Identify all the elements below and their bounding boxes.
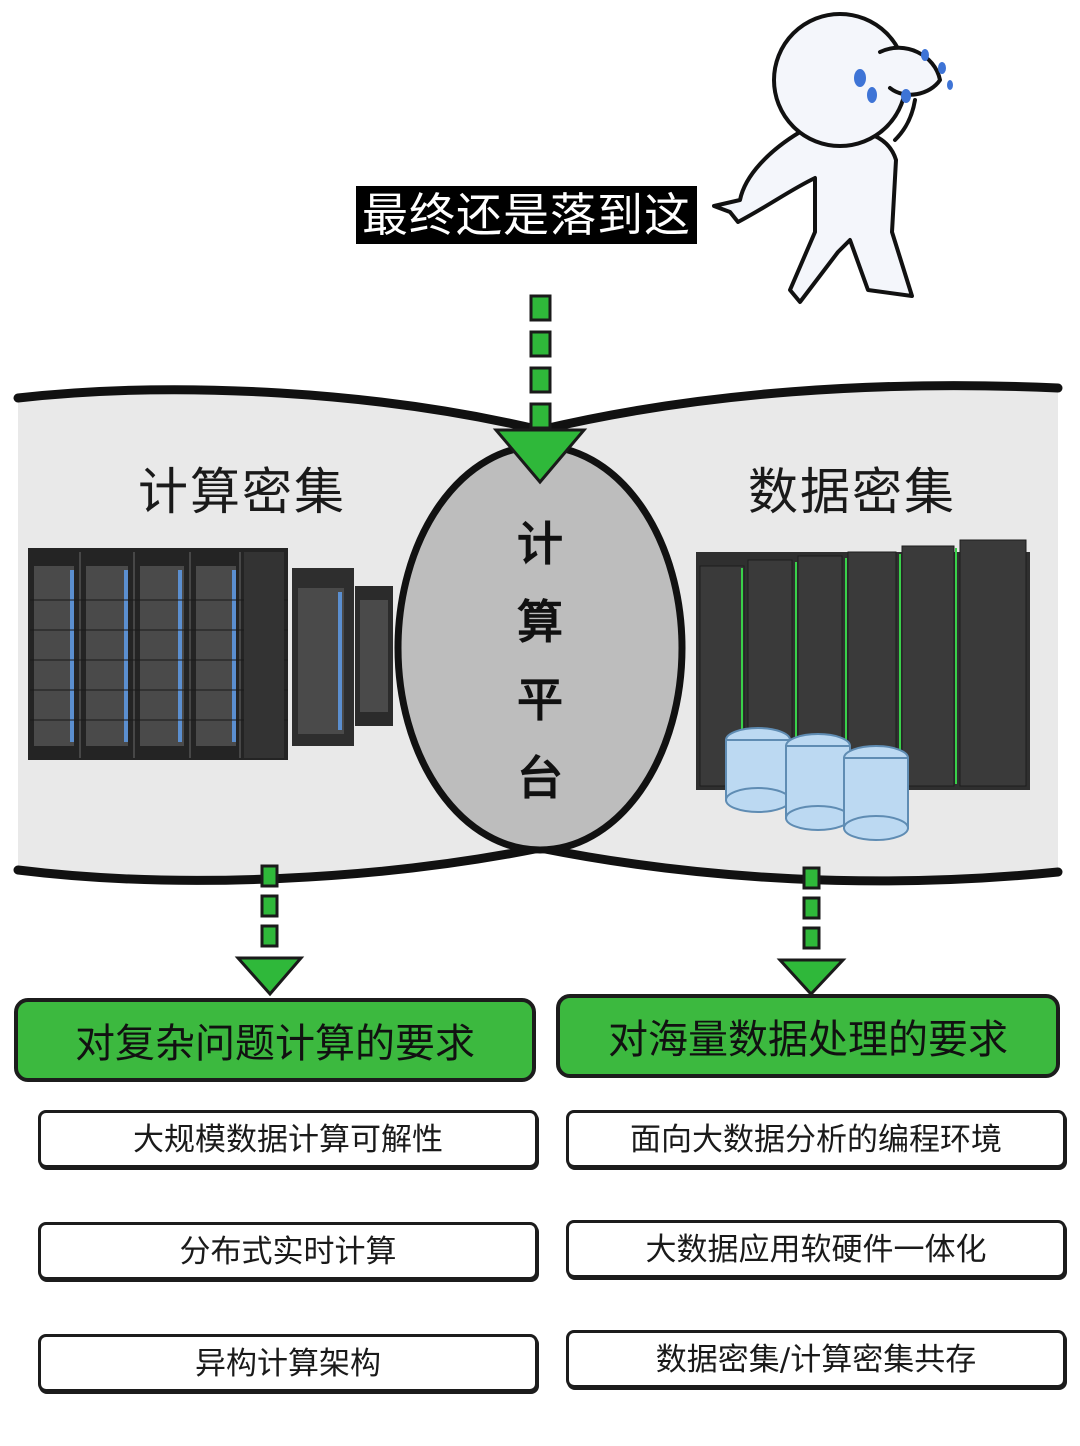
stick-figure-illustration (712, 12, 953, 304)
arrow-down-left (234, 864, 305, 997)
right-requirement-box: 对海量数据处理的要求 (556, 994, 1060, 1078)
platform-char-1: 计 (517, 517, 563, 571)
left-requirement-box: 对复杂问题计算的要求 (14, 998, 536, 1082)
platform-char-3: 平 (517, 673, 563, 727)
left-item-3: 异构计算架构 (38, 1334, 538, 1392)
arrow-down-right (776, 866, 847, 997)
right-section-title: 数据密集 (748, 463, 956, 521)
arrow-down-top (492, 294, 588, 485)
top-caption: 最终还是落到这 (356, 186, 697, 244)
platform-char-2: 算 (517, 595, 563, 649)
right-item-1: 面向大数据分析的编程环境 (566, 1110, 1066, 1168)
platform-char-4: 台 (517, 751, 563, 805)
right-item-3: 数据密集/计算密集共存 (566, 1330, 1066, 1388)
right-item-2: 大数据应用软硬件一体化 (566, 1220, 1066, 1278)
left-section-title: 计算密集 (138, 463, 346, 521)
compute-cluster-illustration (28, 548, 393, 760)
left-item-2: 分布式实时计算 (38, 1222, 538, 1280)
data-center-illustration (696, 539, 1030, 841)
left-item-1: 大规模数据计算可解性 (38, 1110, 538, 1168)
